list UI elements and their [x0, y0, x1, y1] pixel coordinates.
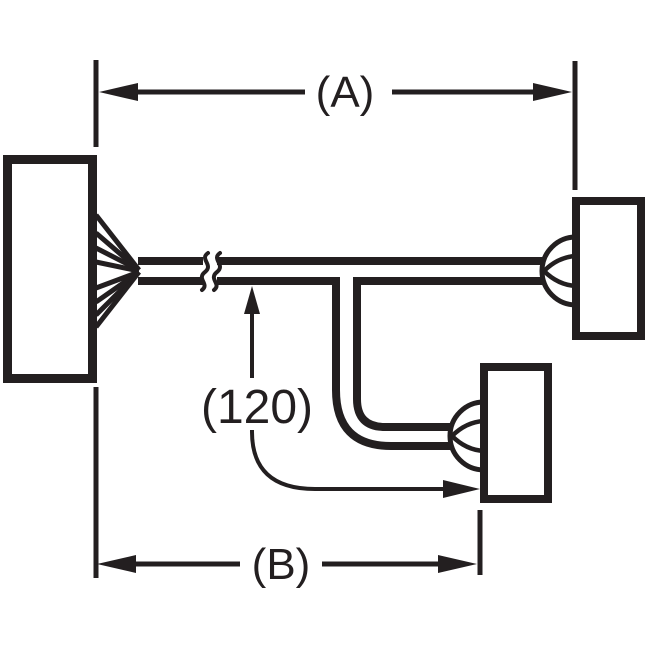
branch-length-label: (120) [201, 381, 313, 434]
dim-a-arrowhead-right [533, 83, 572, 101]
dim-a-label: (A) [316, 68, 375, 117]
left-fan-wire [95, 259, 140, 274]
right-wire-fan [539, 234, 577, 308]
dimension-b: (B) [93, 387, 483, 589]
dimension-a: (A) [93, 60, 578, 190]
cable-break-squiggle-left [199, 251, 210, 292]
branch-length-callout: (120) [201, 286, 480, 498]
main-cable [138, 251, 544, 292]
dim-b-label: (B) [252, 540, 311, 589]
right-fan-outer-arcs [539, 234, 577, 308]
callout-leader-curve [249, 429, 446, 491]
callout-pointer-arrowhead [244, 286, 260, 314]
right-fan-lens-curves [542, 253, 577, 289]
bottom-wire-fan [447, 399, 485, 473]
dim-b-arrowhead-left [97, 555, 136, 573]
left-connector-block [3, 155, 97, 383]
dim-b-arrowhead-right [438, 555, 477, 573]
bottom-fan-lens-curves [450, 418, 485, 454]
branch-cable [332, 277, 452, 450]
right-connector-block [572, 197, 645, 340]
branch-cable-outer-edge [332, 277, 452, 450]
left-wire-fan [94, 213, 141, 329]
bottom-connector-block [480, 363, 552, 503]
callout-leader-arrowhead [443, 480, 480, 498]
left-fan-wire [94, 270, 141, 329]
branch-cable-inner-edge [353, 277, 452, 431]
left-fan-wire [94, 245, 141, 273]
dim-a-arrowhead-left [99, 83, 138, 101]
